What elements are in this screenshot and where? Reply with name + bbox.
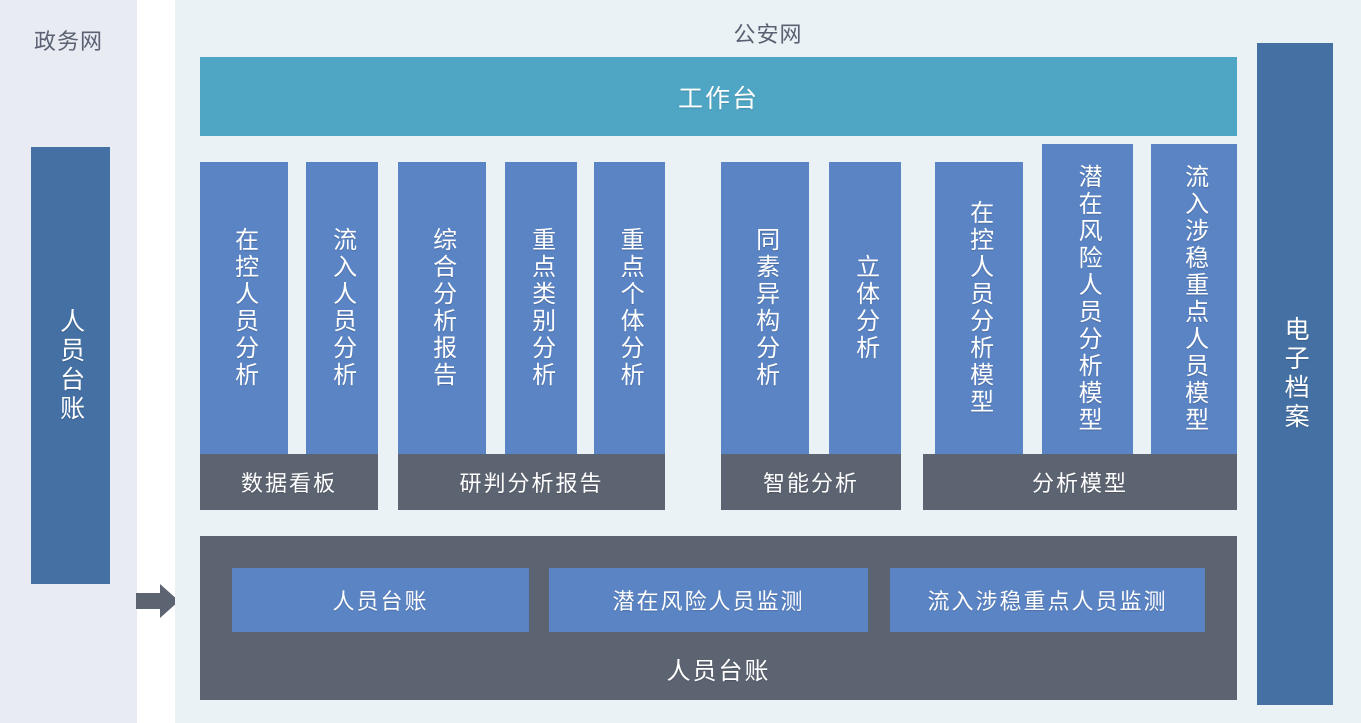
function-item-card[interactable]: 在控人员分析模型 [935,162,1023,454]
function-group-label: 分析模型 [1031,471,1128,496]
function-group-bar[interactable]: 研判分析报告 [398,454,665,510]
police-network-title: 公安网 [733,22,803,47]
function-group-columns: 在控人员分析 流入人员分析 [200,162,378,454]
function-group-bar[interactable]: 智能分析 [721,454,901,510]
function-item-label: 在控人员分析 [230,227,258,389]
function-item-card[interactable]: 综合分析报告 [398,162,486,454]
function-item-label: 综合分析报告 [428,227,456,389]
personnel-ledger-caption: 人员台账 [666,658,771,685]
function-group-label: 智能分析 [762,471,859,496]
function-groups: 在控人员分析 流入人员分析数据看板 综合分析报告 重点类别分析 重点个体分析研判分析报告… [200,144,1237,510]
government-personnel-ledger-label: 人员台账 [56,307,85,424]
function-item-card[interactable]: 重点类别分析 [505,162,577,454]
function-item-label: 流入人员分析 [328,227,356,389]
ledger-module-card[interactable]: 流入涉稳重点人员监测 [890,568,1205,632]
function-group: 综合分析报告 重点类别分析 重点个体分析研判分析报告 [398,162,665,510]
ledger-module-card[interactable]: 人员台账 [232,568,529,632]
function-item-label: 在控人员分析模型 [965,200,993,416]
workbench-label: 工作台 [677,84,759,113]
function-item-card[interactable]: 立体分析 [829,162,901,454]
function-group-label: 研判分析报告 [459,471,604,496]
ledger-module-card[interactable]: 潜在风险人员监测 [549,568,868,632]
function-group-bar[interactable]: 数据看板 [200,454,378,510]
arrow-right-icon [136,582,180,620]
government-network-title: 政务网 [33,29,103,54]
function-item-card[interactable]: 流入涉稳重点人员模型 [1151,144,1237,454]
function-item-card[interactable]: 潜在风险人员分析模型 [1042,144,1133,454]
function-item-card[interactable]: 同素异构分析 [721,162,809,454]
ledger-module-label: 人员台账 [332,589,429,614]
function-item-label: 流入涉稳重点人员模型 [1180,164,1208,434]
function-group-columns: 同素异构分析 立体分析 [721,162,901,454]
electronic-archive-bar[interactable]: 电子档案 [1257,43,1333,705]
function-group: 在控人员分析模型 潜在风险人员分析模型 流入涉稳重点人员模型分析模型 [923,144,1237,510]
electronic-archive-label: 电子档案 [1281,316,1310,432]
function-group-columns: 在控人员分析模型 潜在风险人员分析模型 流入涉稳重点人员模型 [923,144,1237,454]
function-item-label: 重点类别分析 [527,227,555,389]
function-item-label: 潜在风险人员分析模型 [1074,164,1102,434]
function-item-label: 同素异构分析 [751,227,779,389]
workbench-bar[interactable]: 工作台 [200,57,1237,136]
personnel-ledger-panel: 人员台账 潜在风险人员监测 流入涉稳重点人员监测 人员台账 [200,536,1237,700]
function-group: 在控人员分析 流入人员分析数据看板 [200,162,378,510]
function-group-columns: 综合分析报告 重点类别分析 重点个体分析 [398,162,665,454]
personnel-ledger-boxes: 人员台账 潜在风险人员监测 流入涉稳重点人员监测 [200,536,1237,700]
ledger-module-label: 流入涉稳重点人员监测 [927,589,1168,614]
function-item-card[interactable]: 在控人员分析 [200,162,288,454]
function-item-card[interactable]: 流入人员分析 [306,162,378,454]
ledger-module-label: 潜在风险人员监测 [612,589,805,614]
government-personnel-ledger-bar[interactable]: 人员台账 [31,147,110,584]
function-group-bar[interactable]: 分析模型 [923,454,1237,510]
function-item-label: 重点个体分析 [616,227,644,389]
function-group-label: 数据看板 [240,471,337,496]
function-item-label: 立体分析 [851,254,879,362]
function-group: 同素异构分析 立体分析智能分析 [721,162,901,510]
function-item-card[interactable]: 重点个体分析 [594,162,665,454]
